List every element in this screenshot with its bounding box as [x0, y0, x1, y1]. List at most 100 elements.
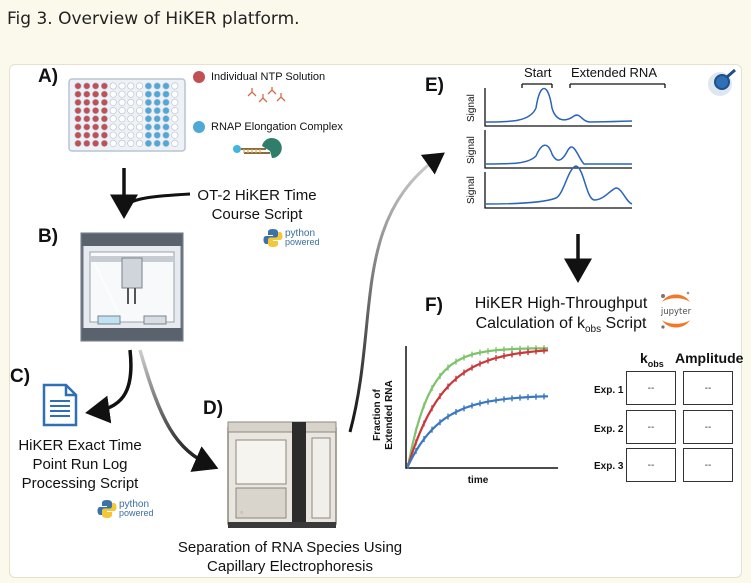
ce-line2: Capillary Electrophoresis — [207, 558, 373, 575]
electropherogram-traces: Signal Signal Signal — [466, 83, 666, 209]
kinetics-ylabel-line2: Extended RNA — [384, 380, 395, 449]
well — [109, 82, 117, 90]
kinetics-curve — [407, 395, 549, 467]
well — [136, 82, 144, 90]
well — [162, 82, 170, 90]
kinetics-xlabel: time — [468, 475, 489, 486]
cell-exp1-amplitude: -- — [683, 371, 733, 405]
ntp-legend-text: Individual NTP Solution — [211, 71, 326, 83]
well — [136, 90, 144, 98]
well — [118, 115, 126, 123]
extended-rna-label: Extended RNA — [571, 65, 657, 80]
well — [118, 98, 126, 106]
well — [144, 115, 152, 123]
kinetics-curve — [406, 347, 549, 467]
log-script-line2: Point Run Log — [32, 456, 128, 473]
cell-exp2-amplitude: -- — [683, 410, 733, 444]
well — [118, 123, 126, 131]
well — [136, 98, 144, 106]
python-logo-icon — [263, 229, 283, 247]
well — [153, 115, 161, 123]
well — [109, 139, 117, 147]
row-label-exp2: Exp. 2 — [594, 424, 624, 435]
well — [162, 123, 170, 131]
well — [109, 115, 117, 123]
well — [100, 131, 108, 139]
well — [118, 82, 126, 90]
ot2-script-line2: Course Script — [211, 206, 303, 223]
well — [153, 107, 161, 115]
well — [171, 98, 179, 106]
cell-exp1-kobs: -- — [626, 371, 676, 405]
well — [100, 90, 108, 98]
well — [109, 131, 117, 139]
well — [109, 107, 117, 115]
label-a: A) — [38, 66, 59, 87]
well — [127, 82, 135, 90]
rnap-complex-icon — [233, 138, 282, 158]
well — [162, 107, 170, 115]
well — [74, 123, 82, 131]
well — [118, 107, 126, 115]
kobs-script-line2-pre: Calculation of k — [475, 315, 585, 332]
well — [144, 123, 152, 131]
row-label-exp3: Exp. 3 — [594, 461, 624, 472]
well — [171, 139, 179, 147]
well — [100, 139, 108, 147]
document-icon — [42, 383, 78, 427]
amplitude-column-header: Amplitude — [675, 350, 744, 366]
kinetics-curve — [406, 349, 549, 467]
kobs-script-line2-sub: obs — [584, 324, 602, 336]
ntp-molecules-icon — [247, 87, 286, 103]
well — [118, 139, 126, 147]
signal-label-2: Signal — [466, 136, 477, 164]
well — [171, 123, 179, 131]
well — [83, 131, 91, 139]
kobs-column-header-pre: k — [640, 350, 648, 366]
well — [153, 82, 161, 90]
well — [144, 131, 152, 139]
well — [153, 123, 161, 131]
well — [74, 139, 82, 147]
capillary-electrophoresis-instrument-icon: ○ — [227, 421, 337, 528]
well — [74, 107, 82, 115]
well — [136, 131, 144, 139]
kobs-column-header: kobs — [640, 350, 664, 369]
label-b: B) — [38, 226, 59, 247]
well — [74, 98, 82, 106]
well — [109, 90, 117, 98]
well — [144, 90, 152, 98]
well — [92, 115, 100, 123]
well — [171, 90, 179, 98]
well — [74, 82, 82, 90]
well — [144, 107, 152, 115]
well — [83, 98, 91, 106]
well — [136, 107, 144, 115]
well — [171, 115, 179, 123]
well — [153, 131, 161, 139]
well — [136, 139, 144, 147]
well — [171, 107, 179, 115]
arrow-script-to-b — [124, 192, 191, 208]
well — [162, 115, 170, 123]
well — [162, 139, 170, 147]
python-badge-1-line1: python — [285, 228, 316, 239]
svg-text:○: ○ — [240, 510, 243, 516]
row-label-exp1: Exp. 1 — [594, 385, 624, 396]
cell-exp3-amplitude: -- — [683, 448, 733, 482]
cell-exp3-kobs: -- — [626, 448, 676, 482]
log-script-line3: Processing Script — [21, 475, 139, 492]
well — [153, 98, 161, 106]
arrow-b-to-c — [85, 349, 133, 424]
kobs-script-line2: Calculation of kobs Script — [456, 314, 666, 339]
well — [136, 123, 144, 131]
well — [109, 98, 117, 106]
cell-exp2-kobs: -- — [626, 410, 676, 444]
well-plate-icon — [68, 78, 186, 152]
well — [92, 123, 100, 131]
arrow-b-to-d — [138, 349, 219, 472]
magnifier-icon — [708, 68, 736, 96]
